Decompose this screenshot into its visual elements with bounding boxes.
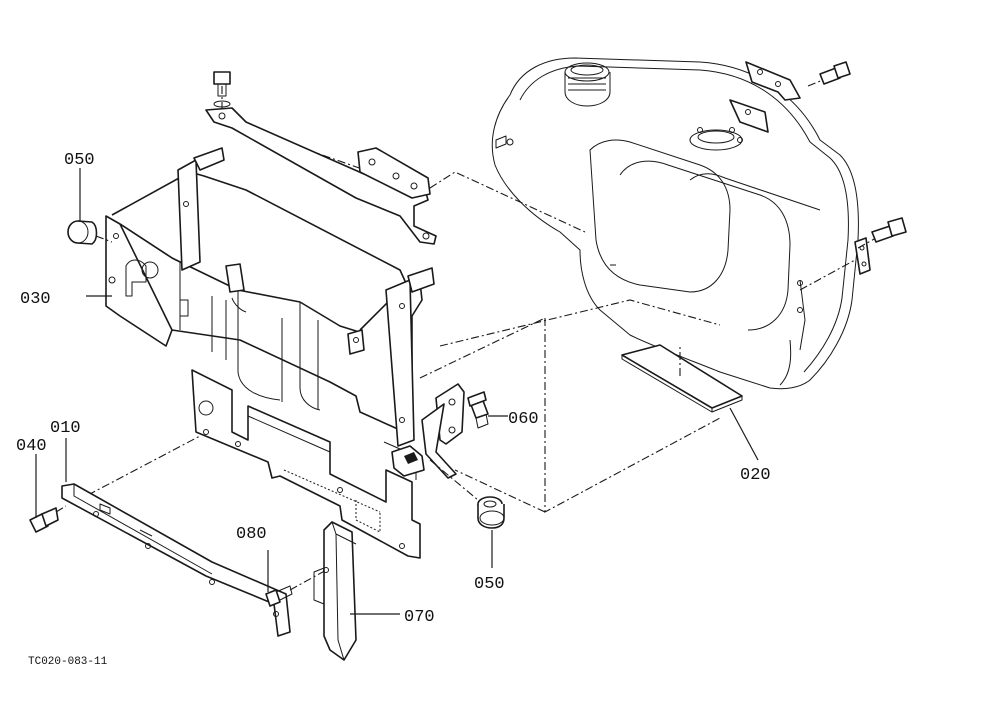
part-callouts: 050 030 010 040 080 070 060 050 020 TC02… [16,151,771,668]
side-bracket [421,383,465,479]
side-bar-010 [61,483,291,637]
bolt-060 [467,391,489,429]
drawing-code: TC020-083-11 [28,656,108,668]
battery-frame-030 [105,147,435,447]
fuel-tank [491,57,871,390]
tank-bracket-bolt-right [857,217,907,249]
tank-pad-020 [621,344,743,413]
callout-020: 020 [740,466,771,485]
callout-010: 010 [50,419,81,438]
bolt-080 [265,585,293,607]
callout-080: 080 [236,525,267,544]
bolt-040 [29,505,67,533]
callout-030: 030 [20,290,51,309]
callout-040: 040 [16,437,47,456]
hold-down-strap [205,71,437,245]
battery-base-plate [191,369,425,559]
callout-050-bottom: 050 [474,575,505,594]
rubber-mount-050-top [67,220,113,245]
rubber-mount-050-bottom [429,459,505,529]
leader-lines [35,168,759,615]
callout-060: 060 [508,410,539,429]
callout-070: 070 [404,608,435,627]
cover-070 [313,521,357,661]
callout-050-top: 050 [64,151,95,170]
tank-bracket-bolt-top [807,61,851,87]
